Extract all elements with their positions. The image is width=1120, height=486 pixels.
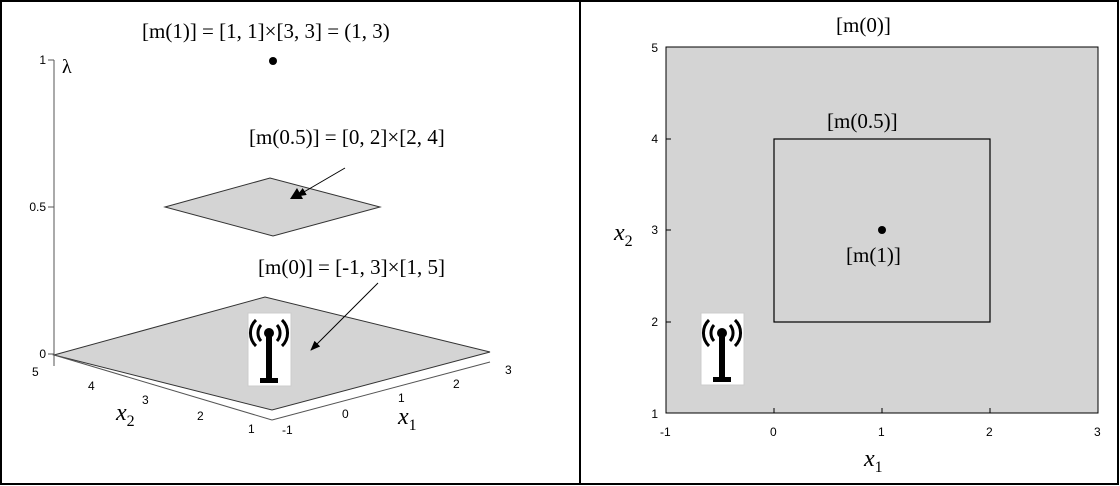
x2-tick-2: 2: [197, 409, 204, 423]
alpha-cut-0.5-label: [m(0.5)]: [827, 109, 898, 133]
x-tick-0: 0: [770, 425, 777, 439]
z-tick-label-1: 1: [39, 53, 46, 67]
left-panel-frame: [0, 0, 581, 485]
x1-axis-line: [271, 361, 491, 421]
right-panel: -1 0 1 2 3 1 2 3 4 5 x1 x2 [m(0)] [m(0.5…: [613, 13, 1101, 476]
alpha-cut-1-point: [878, 226, 886, 234]
alpha-cut-1-label: [m(1)]: [846, 243, 901, 267]
alpha-cut-0.5-plane: [163, 177, 382, 237]
x-tick-1: 1: [878, 425, 885, 439]
x1-axis-label: x1: [397, 404, 417, 434]
alpha-cut-0-label: [m(0)]: [836, 13, 891, 37]
alpha-cut-1-label: [m(1)] = [1, 1]×[3, 3] = (1, 3): [142, 19, 390, 43]
y-tick-5: 5: [651, 41, 658, 55]
arrow-to-0-plane: [310, 282, 379, 351]
y-tick-4: 4: [651, 132, 658, 146]
right-panel-frame: [579, 0, 1119, 485]
antenna-icon: [700, 312, 745, 386]
antenna-icon: [247, 312, 292, 387]
x1-tick-2: 2: [453, 377, 460, 391]
lambda-axis-label: λ: [62, 56, 72, 78]
y-axis-ticks: [666, 138, 671, 323]
x-tick-3: 3: [1094, 425, 1101, 439]
x2-tick-1: 1: [248, 422, 255, 436]
x1-tick--1: -1: [282, 423, 293, 437]
y-tick-1: 1: [651, 407, 658, 421]
x-tick--1: -1: [660, 425, 671, 439]
x2-tick-5: 5: [32, 365, 39, 379]
x1-axis-label: x1: [863, 446, 883, 476]
x2-tick-3: 3: [142, 393, 149, 407]
x-tick-2: 2: [986, 425, 993, 439]
alpha-cut-0.5-label: [m(0.5)] = [0, 2]×[2, 4]: [249, 125, 445, 149]
x1-tick-3: 3: [505, 363, 512, 377]
z-tick-label-0.5: 0.5: [29, 200, 46, 214]
alpha-cut-0-label: [m(0)] = [-1, 3]×[1, 5]: [258, 255, 445, 279]
x1-tick-0: 0: [342, 407, 349, 421]
z-tick-label-0: 0: [39, 347, 46, 361]
y-tick-2: 2: [651, 315, 658, 329]
x2-axis-line: [53, 354, 273, 421]
arrow-to-0.5-plane: [296, 167, 346, 197]
left-panel: 1 0.5 0 λ 5 4 3 2 1 -1 0 1 2 3 x2 x1 [m(…: [29, 19, 512, 437]
y-tick-3: 3: [651, 223, 658, 237]
x2-tick-4: 4: [88, 379, 95, 393]
x1-tick-1: 1: [398, 391, 405, 405]
alpha-cut-1-point: [269, 57, 277, 65]
x2-axis-label: x2: [115, 400, 135, 430]
x2-axis-label: x2: [613, 220, 633, 250]
x-axis-ticks: [773, 408, 991, 413]
